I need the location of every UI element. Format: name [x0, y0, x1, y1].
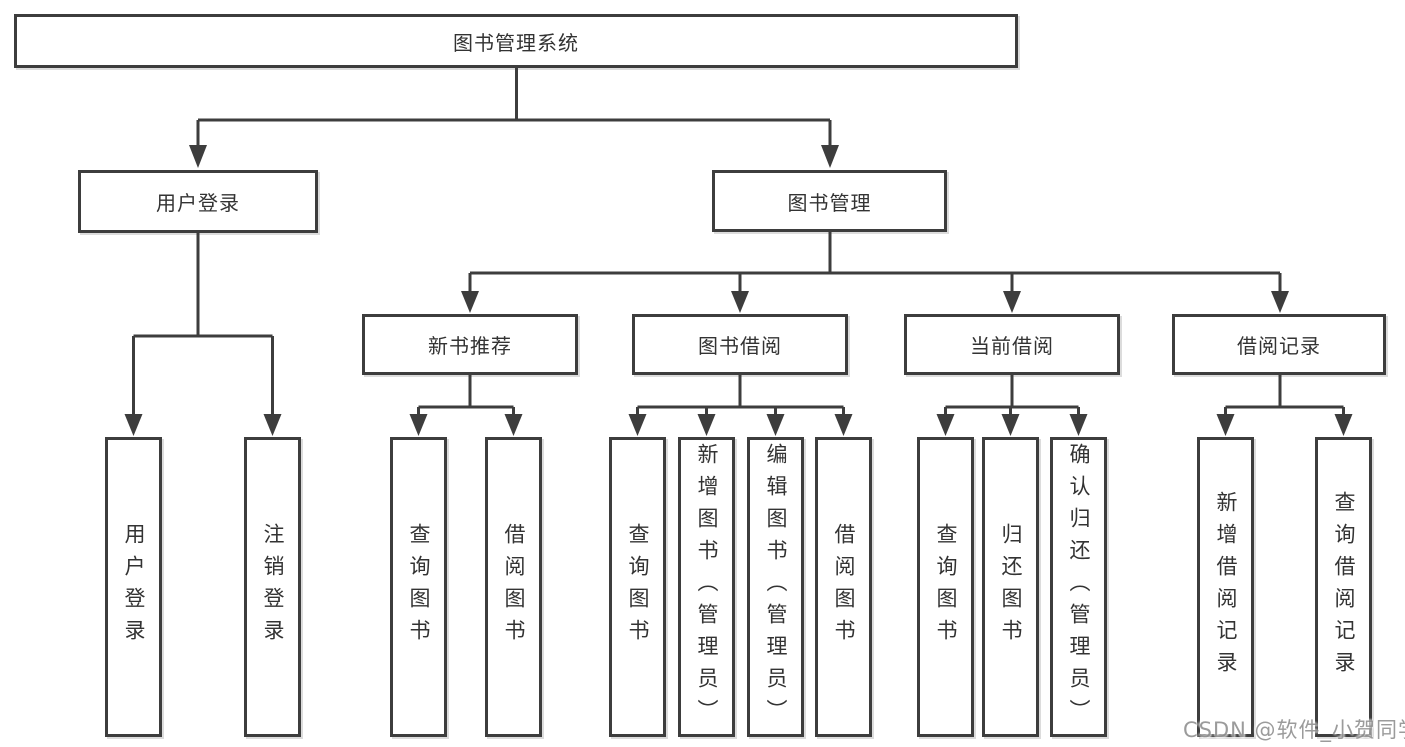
leaf-borrow-books-recommend-label: 借阅图书 — [502, 523, 526, 651]
node-new-book-recommend: 新书推荐 — [362, 314, 578, 375]
leaf-borrow-books-label: 借阅图书 — [832, 523, 856, 651]
node-book-management: 图书管理 — [712, 170, 947, 232]
leaf-query-borrow-record-label: 查询借阅记录 — [1332, 491, 1356, 683]
node-current-borrowing: 当前借阅 — [904, 314, 1120, 375]
node-book-management-system: 图书管理系统 — [14, 14, 1018, 68]
leaf-query-books-borrowing: 查询图书 — [609, 437, 666, 737]
leaf-return-books-label: 归还图书 — [999, 523, 1023, 651]
arrow-down-icon — [461, 291, 479, 313]
arrow-down-icon — [1271, 291, 1289, 313]
leaf-borrow-books-recommend: 借阅图书 — [485, 437, 542, 737]
arrow-down-icon — [263, 414, 282, 436]
leaf-add-borrow-record: 新增借阅记录 — [1197, 437, 1254, 737]
leaf-logout-login-label: 注销登录 — [261, 523, 285, 651]
leaf-edit-books-admin: 编辑图书（管理员） — [747, 437, 804, 737]
leaf-query-books-recommend-label: 查询图书 — [407, 523, 431, 651]
arrow-down-icon — [834, 414, 853, 436]
leaf-confirm-return-admin-label: 确认归还（管理员） — [1067, 443, 1091, 731]
leaf-logout-login: 注销登录 — [244, 437, 301, 737]
arrow-down-icon — [821, 145, 839, 168]
node-book-borrowing: 图书借阅 — [632, 314, 848, 375]
arrow-down-icon — [628, 414, 647, 436]
leaf-edit-books-admin-label: 编辑图书（管理员） — [764, 443, 788, 731]
leaf-query-books-current-label: 查询图书 — [934, 523, 958, 651]
arrow-down-icon — [1003, 291, 1021, 313]
leaf-user-login: 用户登录 — [105, 437, 162, 737]
node-borrowing-records: 借阅记录 — [1172, 314, 1386, 375]
leaf-add-borrow-record-label: 新增借阅记录 — [1214, 491, 1238, 683]
arrow-down-icon — [189, 145, 207, 168]
leaf-confirm-return-admin: 确认归还（管理员） — [1050, 437, 1107, 737]
leaf-query-books-recommend: 查询图书 — [390, 437, 447, 737]
arrow-down-icon — [409, 414, 428, 436]
arrow-down-icon — [766, 414, 785, 436]
leaf-query-books-current: 查询图书 — [917, 437, 974, 737]
leaf-query-books-borrowing-label: 查询图书 — [626, 523, 650, 651]
node-user-login: 用户登录 — [78, 170, 318, 233]
leaf-return-books: 归还图书 — [982, 437, 1039, 737]
arrow-down-icon — [124, 414, 143, 436]
arrow-down-icon — [1069, 414, 1088, 436]
leaf-user-login-label: 用户登录 — [122, 523, 146, 651]
leaf-borrow-books: 借阅图书 — [815, 437, 872, 737]
arrow-down-icon — [504, 414, 523, 436]
arrowhead-icons — [124, 145, 1353, 436]
leaf-query-borrow-record: 查询借阅记录 — [1315, 437, 1372, 737]
leaf-add-books-admin: 新增图书（管理员） — [678, 437, 735, 737]
arrow-down-icon — [697, 414, 716, 436]
arrow-down-icon — [1334, 414, 1353, 436]
arrow-down-icon — [1216, 414, 1235, 436]
arrow-down-icon — [731, 291, 749, 313]
arrow-down-icon — [936, 414, 955, 436]
arrow-down-icon — [1001, 414, 1020, 436]
leaf-add-books-admin-label: 新增图书（管理员） — [695, 443, 719, 731]
csdn-watermark: CSDN @软件_小贺同学 — [1183, 718, 1405, 742]
